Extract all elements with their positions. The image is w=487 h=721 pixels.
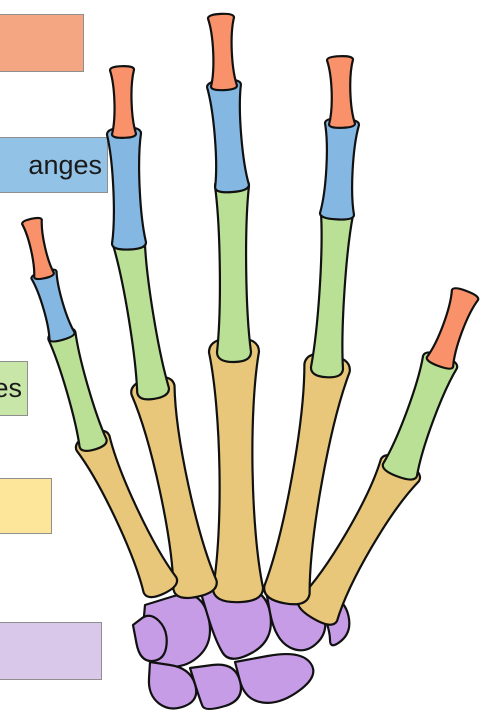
distal-phalanx-index [327,56,355,128]
proximal-phalanx-ring [113,234,169,400]
carpal-bone-5 [149,662,196,708]
distal-phalanx-thumb [427,288,479,368]
middle-phalanx-index [320,118,359,219]
distal-phalanx-ring [110,66,136,138]
carpal-bone-6 [190,665,241,709]
carpal-bone-7 [235,654,313,703]
carpal-bone-8 [133,616,167,661]
proximal-phalanx-index [311,205,353,378]
metacarpal-bones [76,338,420,625]
middle-phalanx-little [31,270,74,342]
distal-phalanges [22,14,478,369]
proximal-phalanx-middle [215,176,251,362]
distal-phalanx-little [22,218,54,279]
middle-phalanges [31,80,359,342]
middle-phalanx-middle [207,80,249,193]
metacarpal-middle [209,338,263,602]
proximal-phalanx-little [48,328,106,451]
distal-phalanx-middle [208,14,237,90]
proximal-phalanx-thumb [383,352,457,479]
middle-phalanx-ring [107,127,146,249]
